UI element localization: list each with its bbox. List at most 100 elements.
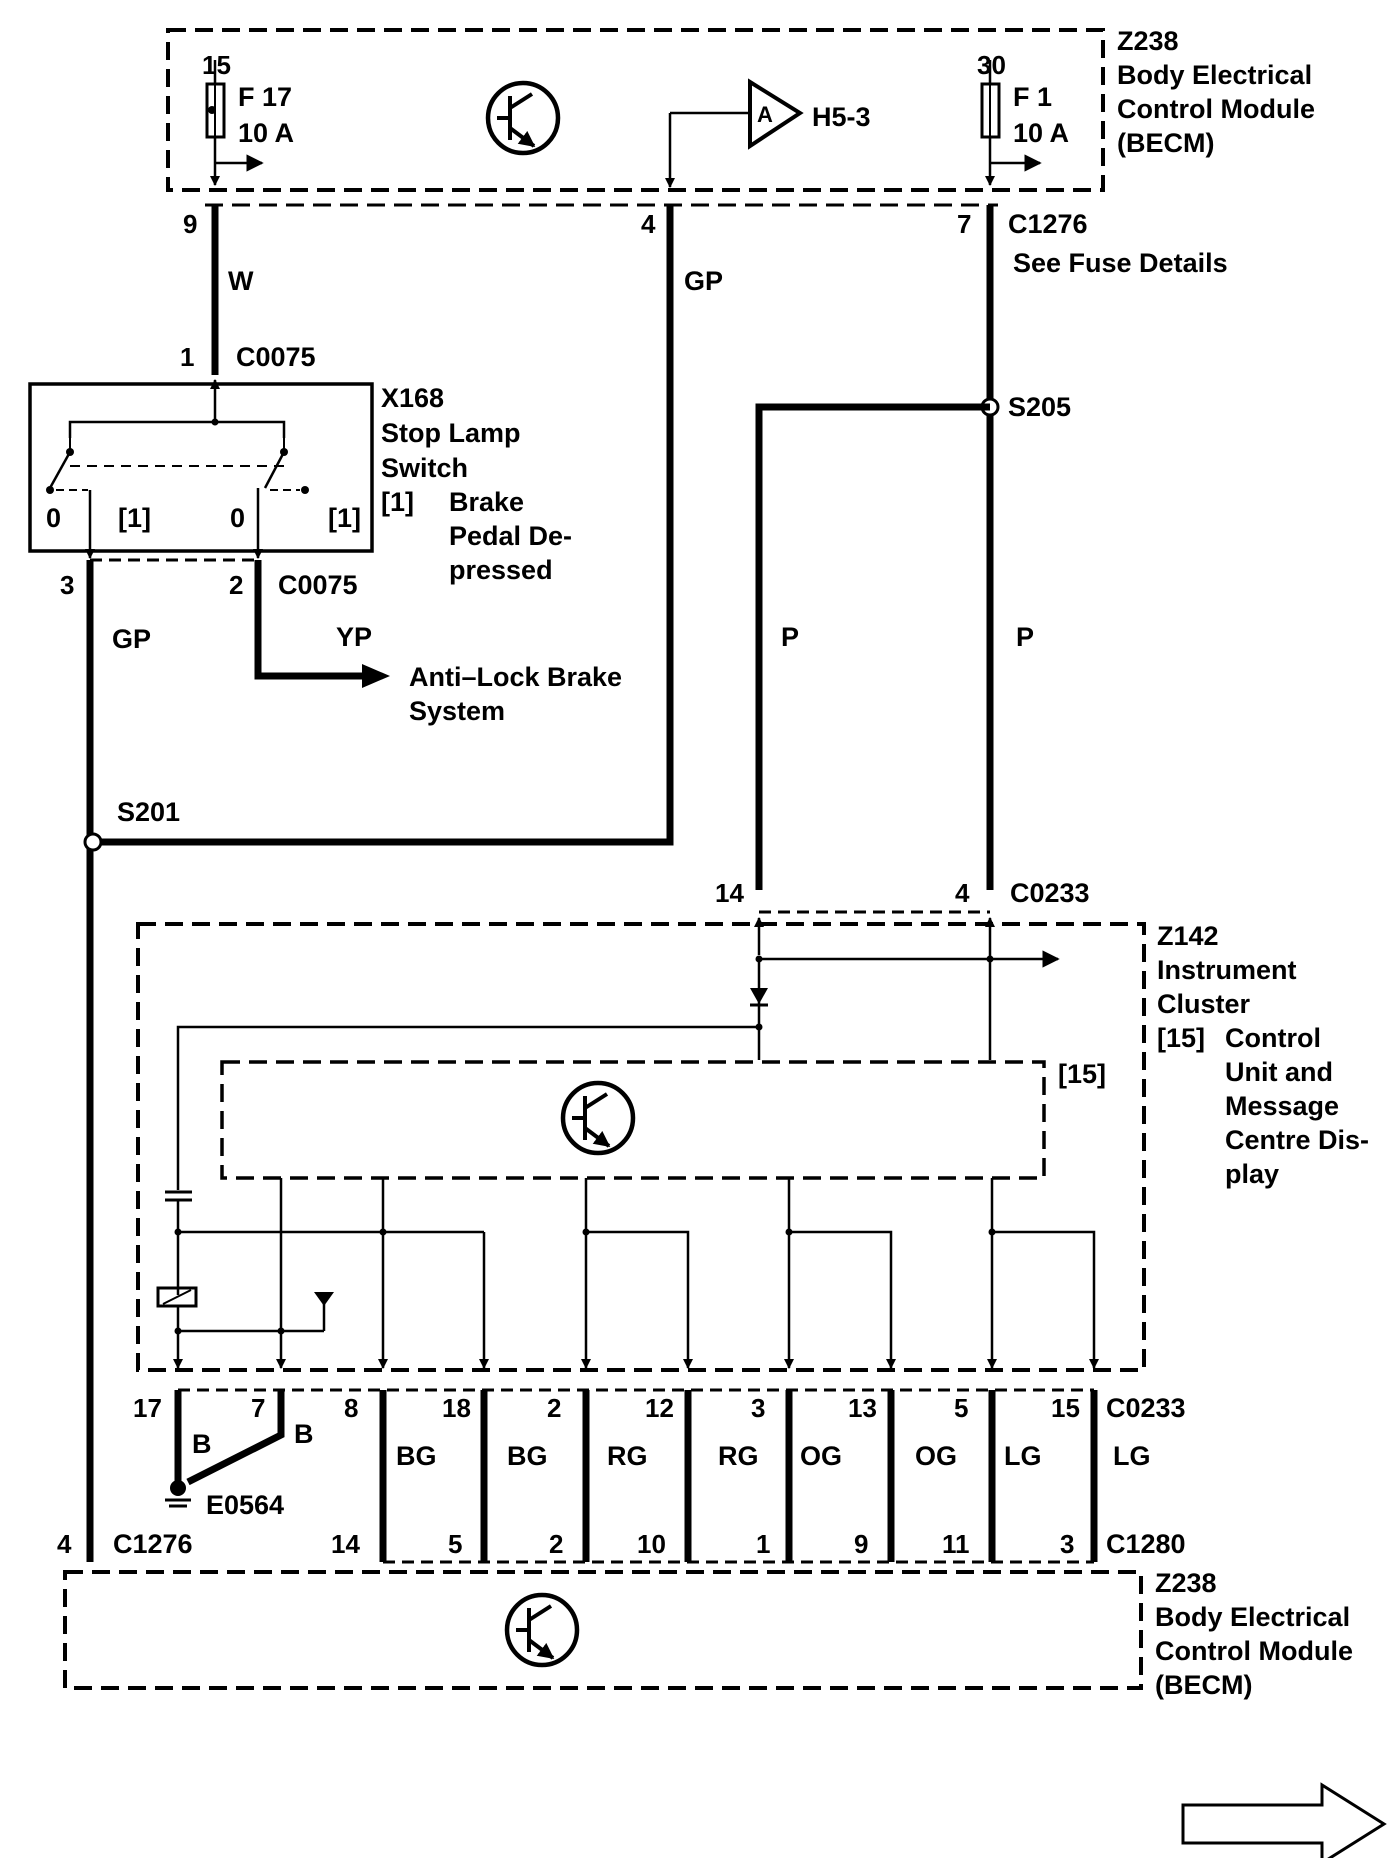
switch-note-tag: [1] <box>381 487 414 517</box>
wire-p-left-label: P <box>781 622 799 652</box>
switch-pos1-left: [1] <box>118 503 151 533</box>
output-pair-lg <box>987 1178 1099 1369</box>
wire-w-label: W <box>228 266 254 296</box>
c1276-bottom-pin: 4 <box>57 1529 72 1559</box>
c1280-name: C1280 <box>1106 1529 1186 1559</box>
switch-name-line2: Switch <box>381 453 468 483</box>
c0075-bottom-name: C0075 <box>278 570 358 600</box>
fuse-f1-pin: 30 <box>977 50 1006 80</box>
fuse-f1-rating: 10 A <box>1013 118 1069 148</box>
c0233-pin-13: 13 <box>848 1393 877 1423</box>
becm-top-name-line1: Body Electrical <box>1117 60 1312 90</box>
cluster-note-line5: play <box>1225 1159 1279 1189</box>
control-unit-tag: [15] <box>1058 1059 1106 1089</box>
c0233-pin-8: 8 <box>344 1393 358 1423</box>
wire-label-lg-1: LG <box>1004 1441 1042 1471</box>
switch-note-line1: Brake <box>449 487 524 517</box>
c1280-pin-14: 14 <box>331 1529 360 1559</box>
ground-name: E0564 <box>206 1490 284 1520</box>
fuse-f17-pin: 15 <box>202 50 231 80</box>
c0233-pin-12: 12 <box>645 1393 674 1423</box>
wire-gp-main-label: GP <box>112 624 151 654</box>
c0233-bottom-pins: 17 7 8 18 2 12 3 13 5 15 <box>133 1393 1080 1423</box>
wire-label-rg-2: RG <box>718 1441 759 1471</box>
stop-lamp-switch <box>28 379 374 559</box>
cluster-note-line1: Control <box>1225 1023 1321 1053</box>
switch-id: X168 <box>381 383 444 413</box>
becm-bottom-name-line3: (BECM) <box>1155 1670 1252 1700</box>
becm-top-module: 15 F 17 10 A A H5-3 30 F 1 10 A <box>166 26 1315 192</box>
fuse-f17-name: F 17 <box>238 82 292 112</box>
c0075-top-pin: 1 <box>180 342 194 372</box>
reference-a-letter: A <box>757 102 773 127</box>
wire-label-og-1: OG <box>800 1441 842 1471</box>
c1280-pin-10: 10 <box>637 1529 666 1559</box>
transistor-icon <box>504 1592 580 1668</box>
output-pair-og <box>784 1178 896 1369</box>
wire-label-og-2: OG <box>915 1441 957 1471</box>
c0233-top-pin-14: 14 <box>715 878 744 908</box>
splice-s201-label: S201 <box>117 797 180 827</box>
transistor-icon <box>560 1080 636 1156</box>
c0233-pin-15: 15 <box>1051 1393 1080 1423</box>
wire-p-right-label: P <box>1016 622 1034 652</box>
switch-note-line3: pressed <box>449 555 553 585</box>
c1280-pins: 14 5 2 10 1 9 11 3 <box>331 1529 1074 1559</box>
fuse-f17 <box>205 60 264 186</box>
splice-s205-label: S205 <box>1008 392 1071 422</box>
c0233-pin-18: 18 <box>442 1393 471 1423</box>
wire-label-lg-2: LG <box>1113 1441 1151 1471</box>
switch-name-line1: Stop Lamp <box>381 418 521 448</box>
diode-icon <box>750 988 768 1004</box>
fuse-f1-name: F 1 <box>1013 82 1052 112</box>
output-pair-rg <box>581 1178 693 1369</box>
switch-pos0-right: 0 <box>230 503 245 533</box>
c0233-top-pin-4: 4 <box>955 878 970 908</box>
c0233-pin-17: 17 <box>133 1393 162 1423</box>
c1280-pin-9: 9 <box>854 1529 868 1559</box>
c1280-pin-1: 1 <box>756 1529 770 1559</box>
wire-label-bg-1: BG <box>396 1441 437 1471</box>
c1276-top-note: See Fuse Details <box>1013 248 1228 278</box>
switch-pos1-right: [1] <box>328 503 361 533</box>
cluster-note-line3: Message <box>1225 1091 1339 1121</box>
reference-a-icon <box>665 78 804 188</box>
abs-label-line1: Anti–Lock Brake <box>409 662 622 692</box>
abs-label-line2: System <box>409 696 505 726</box>
ground-small-icon <box>314 1292 334 1306</box>
cluster-note-line4: Centre Dis- <box>1225 1125 1369 1155</box>
becm-top-boundary <box>166 28 1105 192</box>
continue-arrow-icon <box>1181 1782 1387 1858</box>
wire-p-left <box>755 403 990 890</box>
c0233-pin-7: 7 <box>251 1393 265 1423</box>
wire-b-left-label: B <box>192 1429 212 1459</box>
c1280-pin-11: 11 <box>942 1529 970 1559</box>
becm-bottom-module <box>63 1570 1143 1690</box>
cluster-note-tag: [15] <box>1157 1023 1205 1053</box>
wire-gp-becm-label: GP <box>684 266 723 296</box>
c0233-pin-5: 5 <box>954 1393 968 1423</box>
wire-gp-becm <box>95 205 674 846</box>
becm-bottom-name-line1: Body Electrical <box>1155 1602 1350 1632</box>
c1276-top-pin-4: 4 <box>641 209 656 239</box>
wire-yp <box>254 560 372 680</box>
c1280-pin-5: 5 <box>448 1529 462 1559</box>
c1280-pin-2: 2 <box>549 1529 563 1559</box>
cluster-note-line2: Unit and <box>1225 1057 1333 1087</box>
becm-top-name-line2: Control Module <box>1117 94 1315 124</box>
c0075-bottom-pin-3: 3 <box>60 570 74 600</box>
cluster-id: Z142 <box>1157 921 1219 951</box>
transistor-icon <box>485 80 561 156</box>
c1280-pin-3: 3 <box>1060 1529 1074 1559</box>
cluster-name-line1: Instrument <box>1157 955 1297 985</box>
becm-bottom-id: Z238 <box>1155 1568 1217 1598</box>
ground-icon <box>165 1480 191 1508</box>
splice-s201-icon <box>83 832 103 852</box>
cluster-name-line2: Cluster <box>1157 989 1251 1019</box>
reference-a-target: H5-3 <box>812 102 871 132</box>
instrument-cluster-boundary <box>136 922 1146 1372</box>
wire-label-bg-2: BG <box>507 1441 548 1471</box>
fuse-f17-rating: 10 A <box>238 118 294 148</box>
control-unit-boundary <box>220 1060 1046 1180</box>
